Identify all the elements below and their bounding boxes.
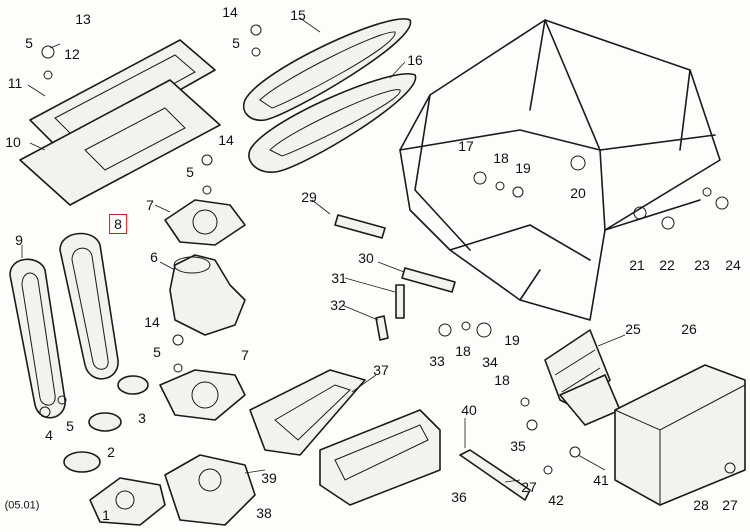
callout-17: 17: [458, 138, 474, 154]
callout-5: 5: [25, 35, 33, 51]
air-duct: [249, 369, 441, 506]
callout-5: 5: [232, 35, 240, 51]
callout-34: 34: [482, 354, 498, 370]
callout-33: 33: [429, 353, 445, 369]
callout-27: 27: [722, 497, 738, 513]
bottom-housings: [89, 454, 256, 526]
callout-14: 14: [222, 4, 238, 20]
callout-2: 2: [107, 444, 115, 460]
callout-22: 22: [659, 257, 675, 273]
callout-26: 26: [681, 321, 697, 337]
boot-assembly: [159, 199, 246, 421]
callout-10: 10: [5, 134, 21, 150]
gasket-pair: [243, 18, 416, 173]
callout-11: 11: [7, 75, 23, 91]
callout-8-highlighted: 8: [109, 214, 127, 234]
cover-plate: [19, 39, 221, 206]
callout-5: 5: [153, 344, 161, 360]
step-ladder: [544, 329, 621, 426]
callout-19: 19: [515, 160, 531, 176]
callout-41: 41: [593, 472, 609, 488]
callout-28: 28: [693, 497, 709, 513]
callout-39: 39: [261, 470, 277, 486]
callout-35: 35: [510, 438, 526, 454]
callout-9: 9: [15, 232, 23, 248]
callout-20: 20: [570, 185, 586, 201]
callout-7: 7: [241, 347, 249, 363]
rubber-frames: [9, 232, 119, 419]
callout-36: 36: [451, 489, 467, 505]
corner-reference-code: (05.01): [4, 499, 40, 512]
callout-29: 29: [301, 189, 317, 205]
callout-30: 30: [358, 250, 374, 266]
callout-5: 5: [66, 418, 74, 434]
callout-27: 27: [521, 479, 537, 495]
cab-frame: [399, 19, 721, 321]
callout-6: 6: [150, 249, 158, 265]
callout-21: 21: [629, 257, 645, 273]
callout-14: 14: [144, 314, 160, 330]
callout-13: 13: [75, 11, 91, 27]
bushings: [63, 375, 149, 473]
callout-4: 4: [45, 427, 53, 443]
callout-15: 15: [290, 7, 306, 23]
fasteners: [39, 24, 736, 475]
leader-lines: [21, 17, 626, 483]
callout-5: 5: [186, 164, 194, 180]
callout-1: 1: [102, 507, 110, 523]
callout-18: 18: [493, 150, 509, 166]
callout-18: 18: [494, 372, 510, 388]
tool-box: [614, 364, 746, 506]
callout-16: 16: [407, 52, 423, 68]
callout-42: 42: [548, 492, 564, 508]
callout-19: 19: [504, 332, 520, 348]
callout-14: 14: [218, 132, 234, 148]
callout-12: 12: [64, 46, 80, 62]
callout-38: 38: [256, 505, 272, 521]
callout-32: 32: [330, 297, 346, 313]
bracket-bar: [459, 449, 531, 501]
callout-25: 25: [625, 321, 641, 337]
callout-24: 24: [725, 257, 741, 273]
callout-7: 7: [146, 197, 154, 213]
callout-37: 37: [373, 362, 389, 378]
callout-31: 31: [331, 270, 347, 286]
callout-40: 40: [461, 402, 477, 418]
callout-23: 23: [694, 257, 710, 273]
callout-3: 3: [138, 410, 146, 426]
callout-18: 18: [455, 343, 471, 359]
